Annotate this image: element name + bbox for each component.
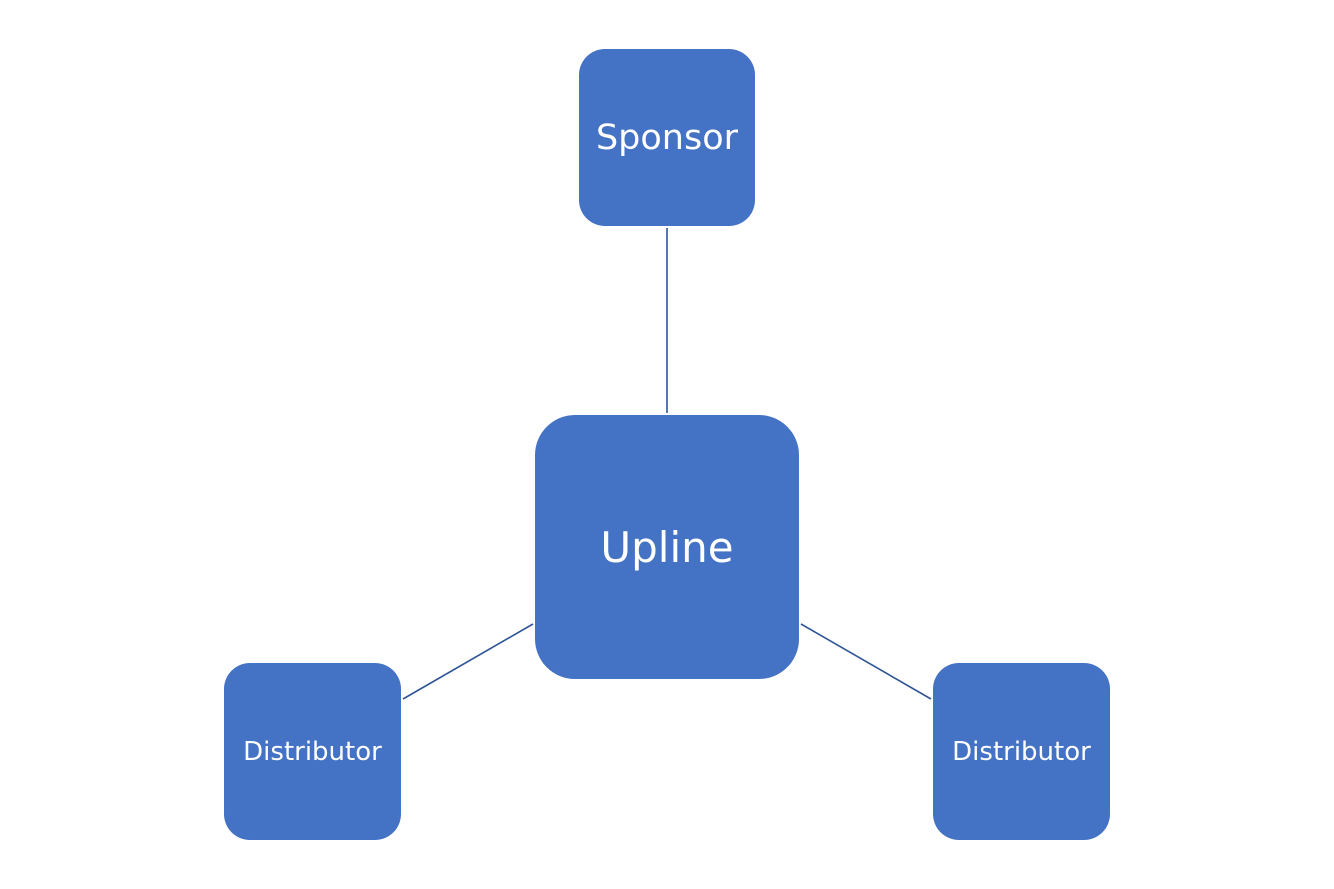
distributor-right-node: Distributor [933,663,1110,840]
distributor-left-node: Distributor [224,663,401,840]
upline-node: Upline [535,415,799,679]
distributor-right-node-label: Distributor [952,736,1091,767]
sponsor-node: Sponsor [579,49,755,226]
connector-upline-distributor-right [800,623,932,700]
upline-node-label: Upline [600,522,734,572]
sponsor-node-label: Sponsor [595,117,739,158]
connector-upline-distributor-left [402,623,534,700]
distributor-left-node-label: Distributor [243,736,382,767]
